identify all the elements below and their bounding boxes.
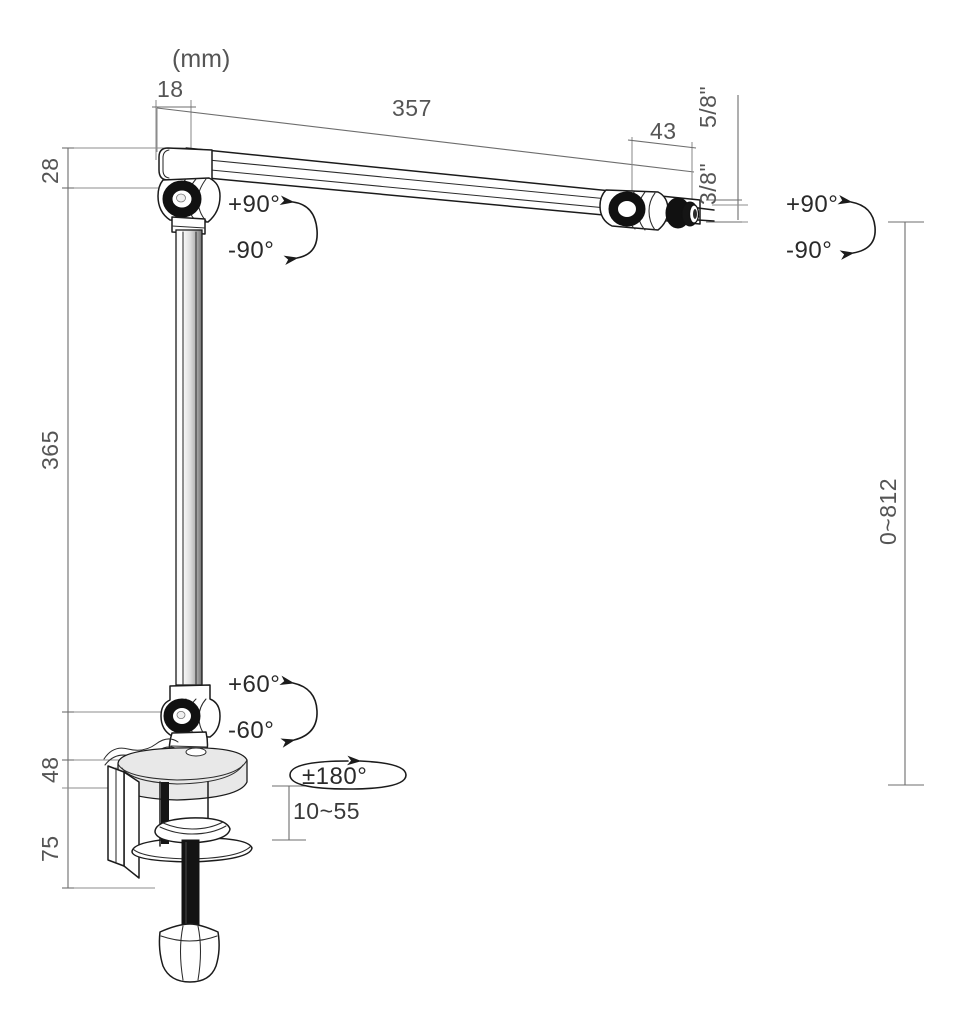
rotation-base-positive: +60° [228,671,280,698]
dim-arm-length: 357 [392,95,432,121]
vertical-pole [175,229,203,686]
rotation-base-negative: -60° [228,717,274,744]
rotation-swivel: ±180° [302,763,367,790]
rotation-end-negative: -90° [786,237,832,264]
rotation-arrows [279,194,876,790]
clamp-bolt-shaft [181,839,200,929]
dim-pole-height: 365 [37,430,63,470]
dim-thread-small: 3/8" [695,163,721,205]
arm-end-joint [599,189,715,231]
dim-total-height: 0~812 [875,478,901,545]
rotation-end-positive: +90° [786,191,838,218]
rotation-top-positive: +90° [228,191,280,218]
clamp-base-disc [117,747,248,801]
top-pivot-joint [157,177,221,235]
rotation-top-negative: -90° [228,237,274,264]
dim-base-height: 75 [37,835,63,862]
dim-thread-large: 5/8" [695,86,721,128]
dim-joint-offset: 43 [650,118,677,144]
dim-base-top: 48 [37,756,63,783]
drawing-text-labels: (mm) 18 357 43 3/8" 5/8" 28 365 48 75 10… [37,45,901,862]
clamp-handle-knob [158,923,220,983]
dim-top-offset: 18 [157,76,184,102]
dim-clamp-range: 10~55 [293,798,360,824]
dim-top-height: 28 [37,157,63,184]
unit-label: (mm) [172,45,230,73]
clamp-thumbwheel [154,817,231,844]
